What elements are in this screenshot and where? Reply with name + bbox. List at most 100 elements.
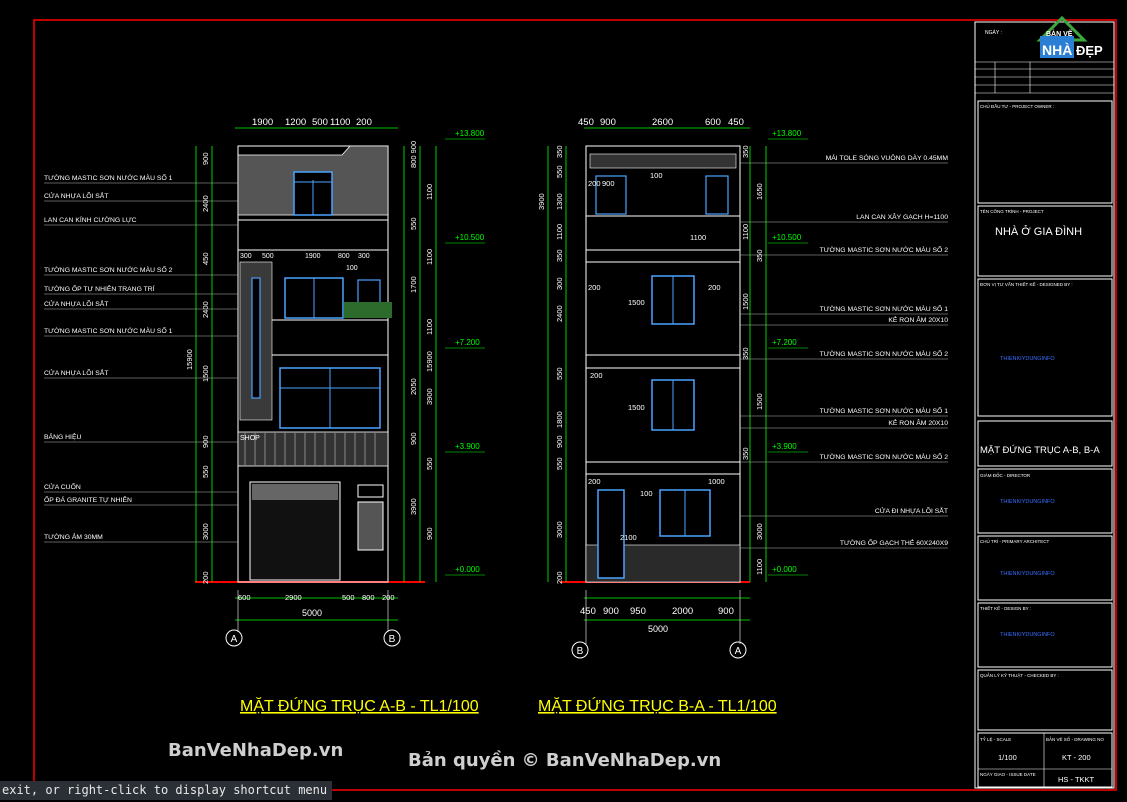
right-top-dim: 450 <box>578 117 594 128</box>
left-top-dim: 1900 <box>252 117 273 128</box>
right-material-label: TƯỜNG MASTIC SƠN NƯỚC MÀU SỐ 1 <box>820 303 949 313</box>
left-right-dim: 900 <box>409 432 418 445</box>
project-label: TÊN CÔNG TRÌNH - PROJECT <box>980 207 1044 214</box>
right-right-dim: 3000 <box>755 523 764 540</box>
right-inner-dim: 100 <box>650 171 663 180</box>
left-right-dim: 1100 <box>425 249 434 265</box>
grid-label-right-b: B <box>577 646 584 657</box>
project-name: NHÀ Ở GIA ĐÌNH <box>995 225 1082 238</box>
right-top-dim: 2600 <box>652 117 673 128</box>
right-inner-dim: 1000 <box>708 477 725 486</box>
right-right-dim: 350 <box>741 347 750 360</box>
designer-label: THIẾT KẾ - DESIGN BY : <box>980 605 1031 611</box>
right-material-label: TƯỜNG MASTIC SƠN NƯỚC MÀU SỐ 2 <box>820 244 949 254</box>
right-top-dim: 900 <box>600 117 616 128</box>
right-level-mark: +3.900 <box>772 442 797 451</box>
left-bottom-dim: 200 <box>382 593 395 602</box>
left-bottom-dim: 800 <box>362 593 375 602</box>
right-right-dim: 1100 <box>755 559 764 575</box>
title-block: NGÀY : BẢN VẼ NHÀ ĐẸP CHỦ ĐẦU TƯ - PROJE… <box>974 15 1115 789</box>
consultant-label: ĐƠN VỊ TƯ VẤN THIẾT KẾ - DESIGNED BY : <box>980 281 1073 287</box>
left-bottom-dim: 500 <box>342 593 355 602</box>
right-total-dim: 5000 <box>648 624 668 634</box>
logo-top-text: BẢN VẼ <box>1046 29 1073 38</box>
issue-label: NGÀY GIAO - ISSUE DATE <box>980 771 1036 777</box>
right-bottom-dim: 900 <box>603 606 619 617</box>
right-side-dim: 200 <box>555 571 564 584</box>
right-inner-dim: 1500 <box>628 298 645 307</box>
right-view-title: MẶT ĐỨNG TRỤC B-A - TL1/100 <box>538 696 777 715</box>
left-elevation: SHOP A B <box>195 127 437 647</box>
left-total-dim: 5000 <box>302 608 322 618</box>
left-material-label: TƯỜNG MASTIC SƠN NƯỚC MÀU SỐ 1 <box>44 172 173 182</box>
right-material-label: TƯỜNG MASTIC SƠN NƯỚC MÀU SỐ 2 <box>820 451 949 461</box>
left-right-total: 15900 <box>425 351 434 372</box>
right-side-dim: 350 <box>555 145 564 158</box>
left-sub-dim: 300 <box>240 253 252 260</box>
right-side-dim: 550 <box>555 165 564 178</box>
right-inner-dim: 200 <box>588 477 601 486</box>
left-level-mark: +13.800 <box>455 129 485 138</box>
left-side-dim: 3000 <box>201 523 210 540</box>
left-right-dim: 3900 <box>409 498 418 515</box>
left-right-dim: 2050 <box>409 378 418 395</box>
right-top-dim: 450 <box>728 117 744 128</box>
left-side-dim: 2400 <box>201 195 210 212</box>
right-inner-dim: 200 <box>588 179 601 188</box>
right-material-label: CỬA ĐI NHỰA LÕI SẮT <box>875 506 948 515</box>
right-side-dim: 1100 <box>555 224 564 240</box>
left-material-label: TƯỜNG ẢM 30MM <box>44 532 103 541</box>
right-inner-dim: 900 <box>602 179 615 188</box>
right-inner-dim: 2100 <box>620 533 637 542</box>
grid-bubble-left-b <box>383 629 401 647</box>
left-sub-dim: 800 <box>338 253 350 260</box>
left-bottom-dim: 600 <box>238 593 251 602</box>
right-material-label: MÁI TOLE SÓNG VUÔNG DÀY 0.45MM <box>826 153 949 162</box>
left-sub-dim: 100 <box>346 265 358 272</box>
left-level-mark: +10.500 <box>455 233 485 242</box>
right-side-dim: 3000 <box>555 521 564 538</box>
drawing-frame <box>33 19 1117 791</box>
right-inner-dim: 1500 <box>628 403 645 412</box>
right-top-dim: 600 <box>705 117 721 128</box>
left-top-dim: 1100 <box>330 117 350 128</box>
left-material-label: CỬA NHỰA LÕI SẮT <box>44 299 109 308</box>
left-material-label: TƯỜNG MASTIC SƠN NƯỚC MÀU SỐ 1 <box>44 325 173 335</box>
right-side-dim: 350 <box>555 249 564 262</box>
left-side-dim: 900 <box>201 152 210 165</box>
right-elevation: B A <box>547 127 767 659</box>
right-bottom-dim: 900 <box>718 606 734 617</box>
right-bottom-dim: 950 <box>630 606 646 617</box>
consultant-value: THIENKIYDUNGINFO <box>1000 356 1055 362</box>
right-side-dim: 550 <box>555 367 564 380</box>
left-top-dim: 500 <box>312 117 328 128</box>
right-inner-dim: 200 <box>588 283 601 292</box>
right-inner-dim: 200 <box>708 283 721 292</box>
left-material-label: ỐP ĐÁ GRANITE TỰ NHIÊN <box>44 494 132 504</box>
left-material-label: CỬA NHỰA LÕI SẮT <box>44 368 109 377</box>
right-right-dim: 1500 <box>741 293 750 310</box>
left-material-label: TƯỜNG ỐP TỰ NHIÊN TRANG TRÍ <box>44 283 155 293</box>
left-material-label: BẢNG HIỆU <box>44 432 81 441</box>
left-material-label: CỬA CUỐN <box>44 481 81 491</box>
left-view-title: MẶT ĐỨNG TRỤC A-B - TL1/100 <box>240 696 479 715</box>
director-label: GIÁM ĐỐC - DIRECTOR <box>980 472 1031 478</box>
left-side-dim: 2400 <box>201 301 210 318</box>
left-top-dim: 200 <box>356 117 372 128</box>
left-level-mark: +7.200 <box>455 338 480 347</box>
right-right-dim: 1650 <box>755 183 764 200</box>
right-material-label: LAN CAN XÂY GẠCH H=1100 <box>856 212 948 221</box>
scale-label: TỶ LỆ - SCALE <box>980 735 1011 742</box>
left-material-label: TƯỜNG MASTIC SƠN NƯỚC MÀU SỐ 2 <box>44 264 173 274</box>
left-right-dim: 1700 <box>409 276 418 293</box>
left-side-dim: 550 <box>201 465 210 478</box>
watermark-center: Bản quyền © BanVeNhaDep.vn <box>408 750 722 771</box>
right-side-dim: 300 <box>555 277 564 290</box>
date-label: NGÀY : <box>985 29 1002 36</box>
left-side-dim: 450 <box>201 252 210 265</box>
command-line[interactable]: exit, or right-click to display shortcut… <box>0 781 332 800</box>
left-right-dim: 550 <box>409 217 418 230</box>
right-total-height: 3900 <box>537 193 546 210</box>
